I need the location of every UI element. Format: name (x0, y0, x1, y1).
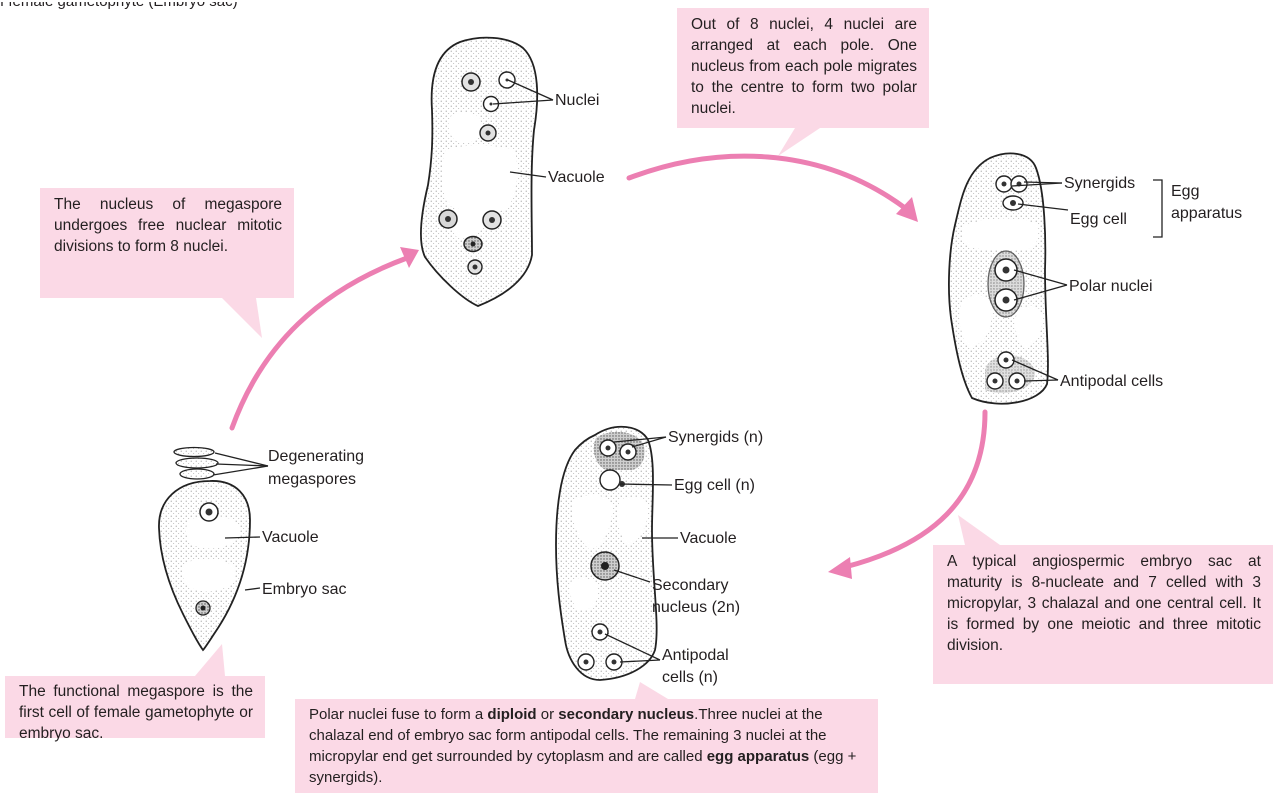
label-egg-cell-n: Egg cell (n) (674, 476, 755, 495)
arrow-8-nuclei-to-arrangement (629, 156, 905, 208)
callout-functional-megaspore-text: The functional megaspore is the first ce… (19, 683, 253, 742)
callout-free-nuclear-text: The nucleus of megaspore undergoes free … (54, 196, 282, 255)
label-antipodal-line2: cells (n) (662, 668, 718, 687)
label-vacuole-bottom: Vacuole (680, 529, 737, 548)
callout-pole-migration: Out of 8 nuclei, 4 nuclei are arranged a… (677, 8, 929, 128)
label-secondary-line2: nucleus (2n) (652, 598, 740, 617)
callout-mature-sac: A typical angiospermic embryo sac at mat… (933, 545, 1273, 684)
label-antipodal-cells: Antipodal cells (1060, 372, 1163, 391)
label-secondary-line1: Secondary (652, 576, 729, 595)
pointer-functional-megaspore (195, 644, 225, 676)
megaspore-cell (159, 448, 250, 651)
label-vacuole-left: Vacuole (262, 528, 319, 547)
fusion-bold-secondary-nucleus: secondary nucleus (558, 706, 694, 723)
label-antipodal-line1: Antipodal (662, 646, 729, 665)
arrow-arrangement-to-mature (845, 412, 985, 567)
callout-mature-sac-text: A typical angiospermic embryo sac at mat… (947, 553, 1261, 654)
label-egg-apparatus-line2: apparatus (1171, 204, 1242, 223)
callout-free-nuclear: The nucleus of megaspore undergoes free … (40, 188, 294, 298)
label-egg-cell: Egg cell (1070, 210, 1127, 229)
label-nuclei: Nuclei (555, 91, 599, 110)
pointer-free-nuclear (222, 298, 262, 338)
label-synergids-n: Synergids (n) (668, 428, 763, 447)
fusion-bold-diploid: diploid (487, 706, 536, 723)
fusion-text-1: Polar nuclei fuse to form a (309, 706, 487, 723)
pointer-pole-migration (778, 128, 820, 156)
fusion-text-2: or (537, 706, 559, 723)
callout-pole-migration-text: Out of 8 nuclei, 4 nuclei are arranged a… (691, 16, 917, 117)
eight-nucleate-cell (421, 38, 537, 306)
label-degenerating-line1: Degenerating (268, 447, 364, 466)
pointer-mature-sac (958, 515, 1000, 545)
label-degenerating-line2: megaspores (268, 470, 356, 489)
callout-functional-megaspore: The functional megaspore is the first ce… (5, 676, 265, 738)
label-egg-apparatus-line1: Egg (1171, 182, 1199, 201)
callout-fusion: Polar nuclei fuse to form a diploid or s… (295, 699, 878, 793)
fusion-bold-egg-apparatus: egg apparatus (707, 748, 810, 765)
label-vacuole-top: Vacuole (548, 168, 605, 187)
label-embryo-sac: Embryo sac (262, 580, 346, 599)
arranged-nuclei-cell (949, 153, 1048, 403)
mature-embryo-sac-cell (556, 427, 657, 680)
label-synergids: Synergids (1064, 174, 1135, 193)
label-polar-nuclei: Polar nuclei (1069, 277, 1153, 296)
